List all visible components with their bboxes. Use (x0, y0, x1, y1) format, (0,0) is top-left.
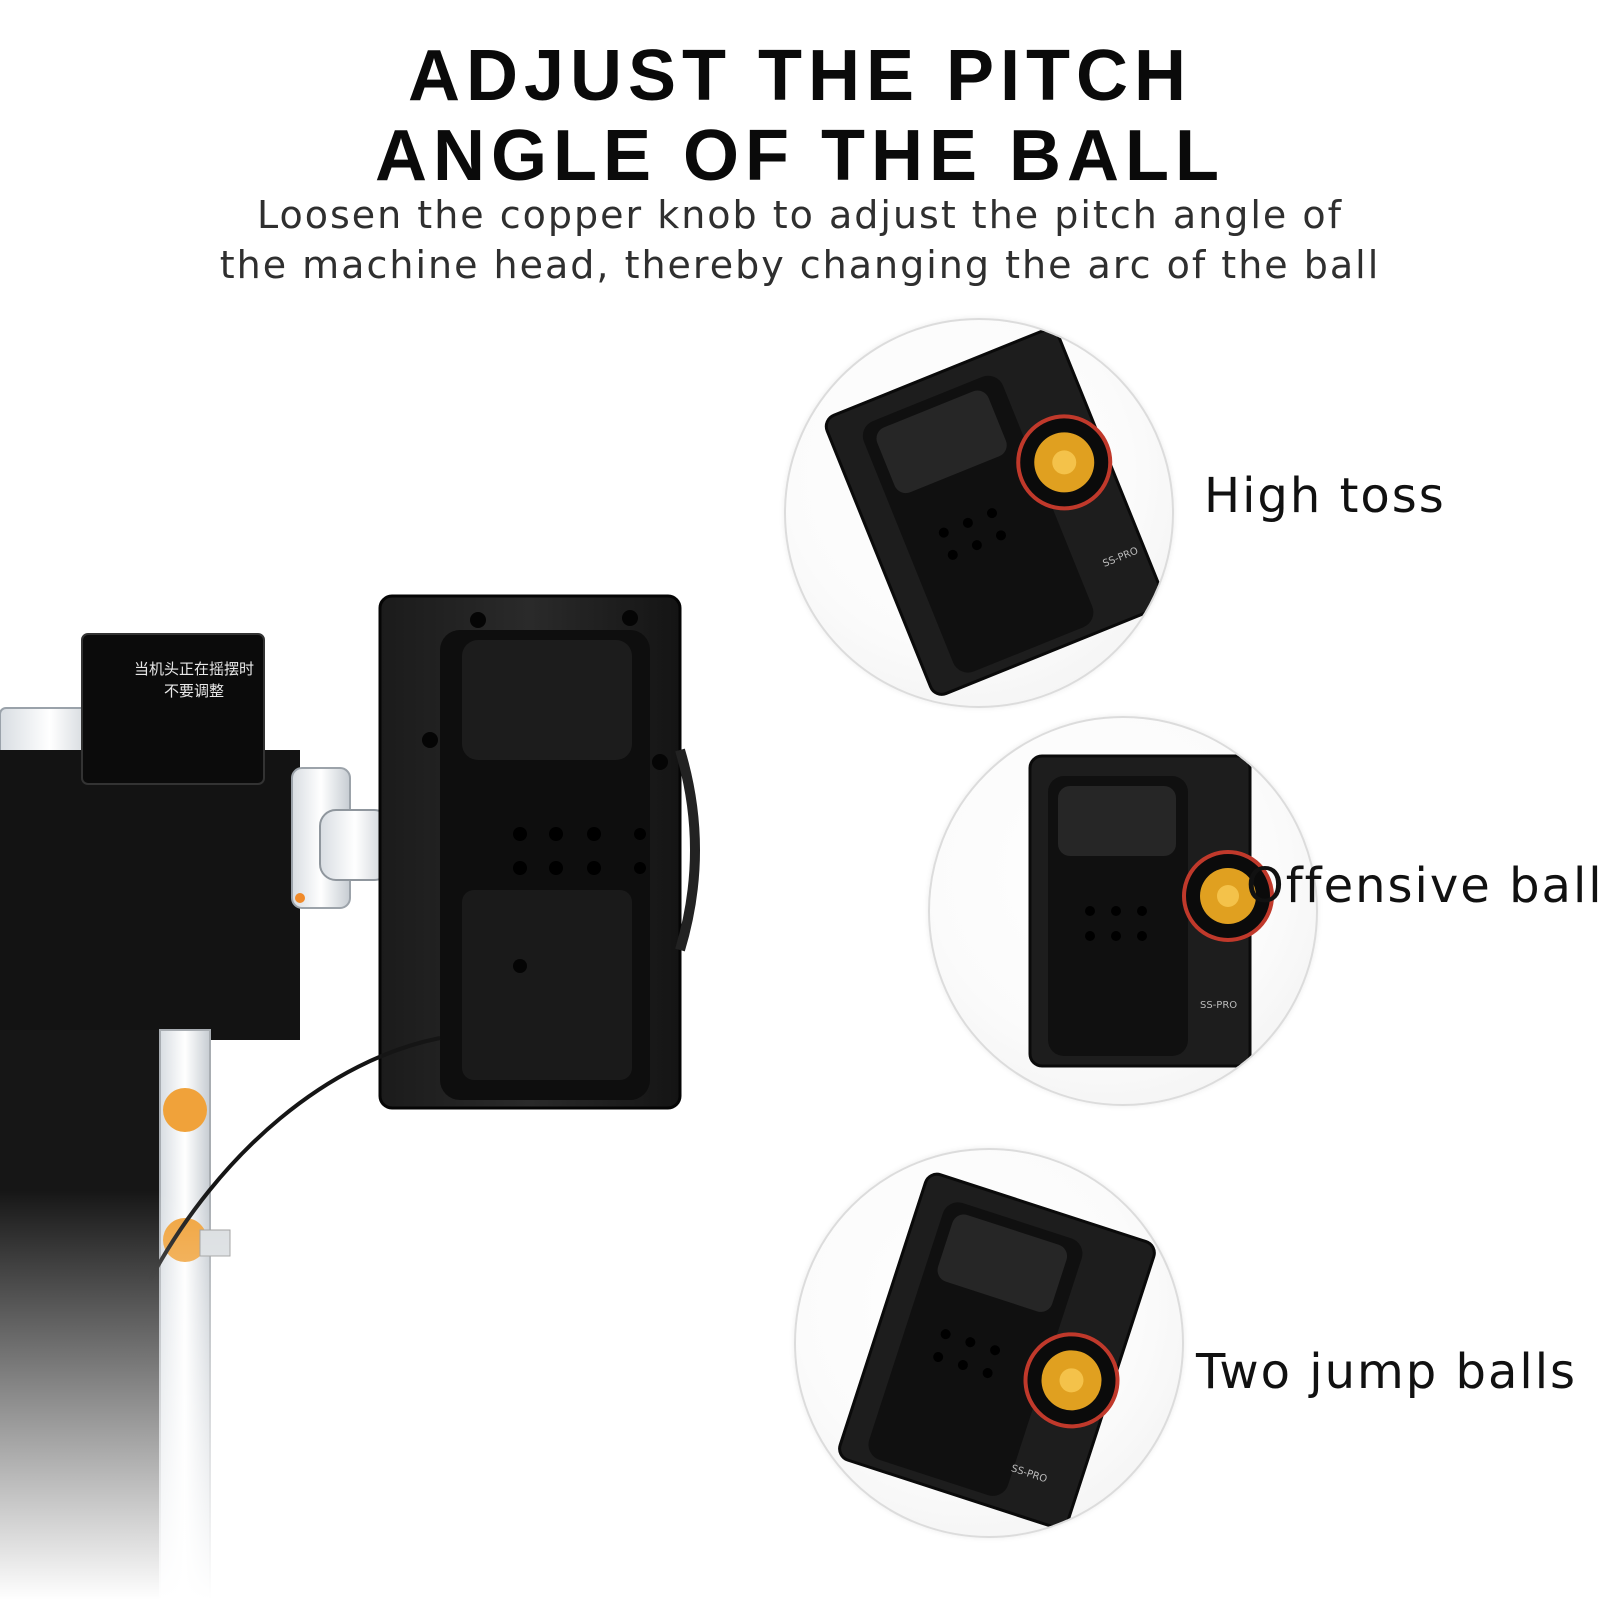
high-toss-detail-image: SS-PRO (784, 318, 1174, 708)
option-label-two-jump-balls: Two jump balls (1196, 1344, 1578, 1400)
option-label-offensive-ball: Offensive ball (1246, 858, 1600, 914)
title-line-2: ANGLE OF THE BALL (375, 116, 1225, 196)
page-subtitle: Loosen the copper knob to adjust the pit… (0, 190, 1600, 290)
warning-label-line-2: 不要调整 (164, 682, 224, 700)
robot-machine-image: 当机头正在摇摆时 不要调整 (0, 594, 720, 1600)
subtitle-line-2: the machine head, thereby changing the a… (219, 243, 1381, 287)
warning-label-line-1: 当机头正在摇摆时 (134, 660, 254, 678)
subtitle-line-1: Loosen the copper knob to adjust the pit… (256, 193, 1344, 237)
offensive-ball-detail-image: SS-PRO (928, 716, 1318, 1106)
two-jump-balls-detail-image: SS-PRO (794, 1148, 1184, 1538)
svg-text:SS-PRO: SS-PRO (1200, 1000, 1237, 1011)
title-line-1: ADJUST THE PITCH (407, 36, 1193, 116)
option-label-high-toss: High toss (1204, 468, 1446, 524)
page-title: ADJUST THE PITCH ANGLE OF THE BALL (0, 36, 1600, 196)
